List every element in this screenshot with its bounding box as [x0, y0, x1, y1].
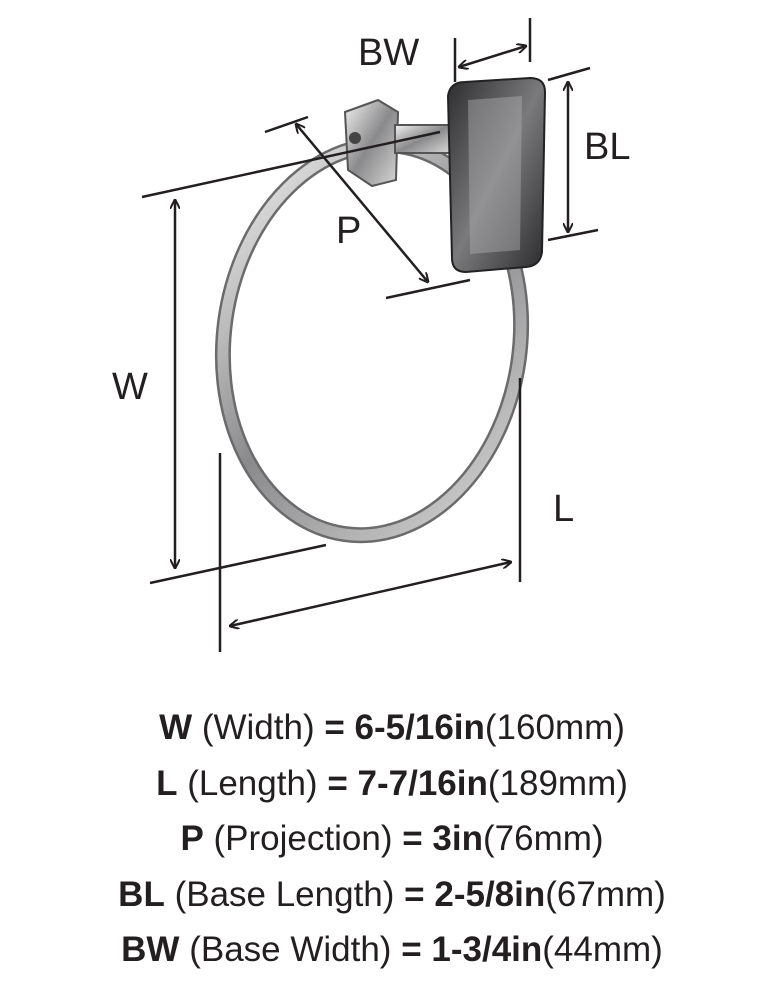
spec-eq: =	[404, 874, 425, 914]
spec-eq: =	[401, 930, 422, 969]
label-bl: BL	[584, 126, 631, 168]
label-w: W	[112, 366, 148, 408]
spec-code: BL	[118, 874, 165, 914]
label-l: L	[553, 488, 575, 530]
spec-code: W	[159, 708, 193, 747]
spec-eq: =	[327, 763, 348, 803]
label-bw: BW	[358, 32, 420, 74]
spec-eq: =	[324, 708, 345, 747]
spec-base-width: BW (Base Width) = 1-3/4in(44mm)	[0, 922, 784, 978]
mounting-bracket	[343, 98, 451, 188]
spec-imperial: 7-7/16in	[357, 763, 488, 803]
spec-width: W (Width) = 6-5/16in(160mm)	[0, 700, 784, 756]
spec-metric: (160mm)	[484, 708, 625, 747]
spec-code: P	[180, 819, 204, 858]
spec-imperial: 1-3/4in	[431, 930, 543, 969]
spec-metric: (76mm)	[482, 819, 604, 858]
spec-name: (Base Width)	[189, 930, 392, 969]
spec-metric: (189mm)	[487, 763, 628, 803]
dimension-specs: W (Width) = 6-5/16in(160mm) L (Length) =…	[0, 700, 784, 978]
label-p: P	[336, 210, 362, 252]
spec-base-length: BL (Base Length) = 2-5/8in(67mm)	[0, 867, 784, 923]
towel-ring-drawing	[141, 18, 599, 652]
spec-name: (Base Length)	[174, 874, 395, 914]
spec-code: L	[156, 763, 178, 803]
spec-projection: P (Projection) = 3in(76mm)	[0, 811, 784, 867]
spec-length: L (Length) = 7-7/16in(189mm)	[0, 756, 784, 812]
spec-metric: (67mm)	[545, 874, 666, 914]
spec-imperial: 6-5/16in	[354, 708, 485, 747]
base-plate	[446, 76, 547, 274]
spec-name: (Length)	[187, 763, 318, 803]
dimension-lines	[141, 18, 599, 652]
spec-name: (Width)	[201, 708, 315, 747]
spec-name: (Projection)	[213, 819, 393, 858]
spec-eq: =	[402, 819, 423, 858]
spec-metric: (44mm)	[542, 930, 663, 969]
spec-imperial: 2-5/8in	[434, 874, 546, 914]
spec-imperial: 3in	[432, 819, 483, 858]
spec-code: BW	[121, 930, 180, 969]
